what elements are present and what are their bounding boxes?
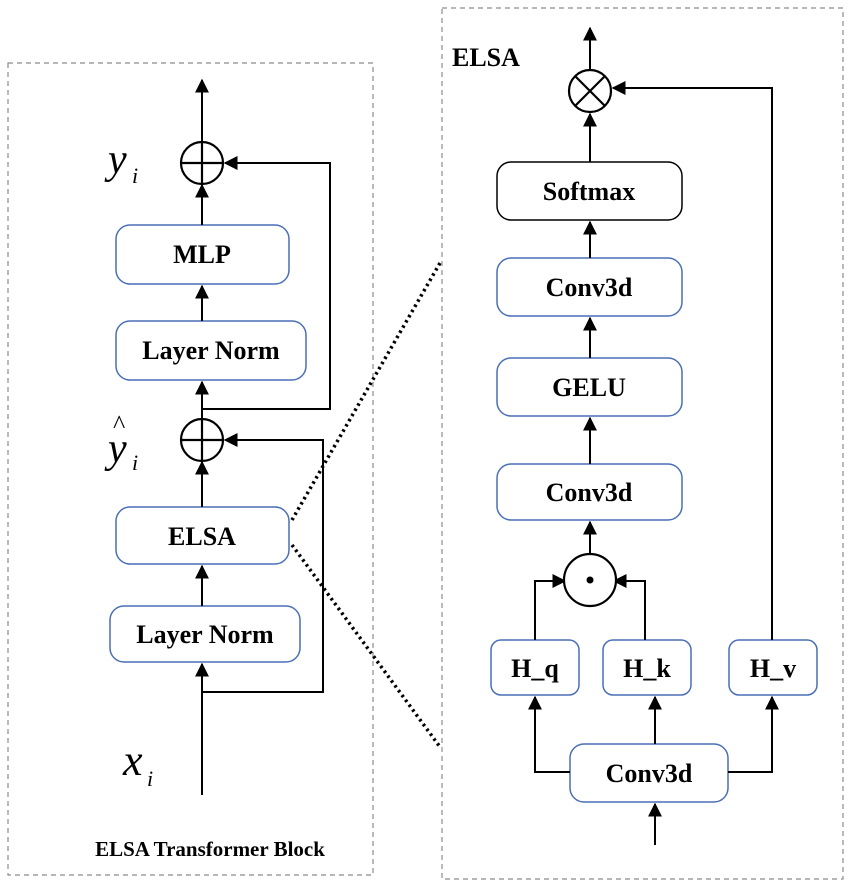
h-k-label: H_k: [623, 654, 671, 683]
x-subscript: i: [147, 766, 153, 791]
branch-to-hq: [528, 695, 570, 773]
multiply-icon: [567, 68, 613, 114]
layer-norm-top-label: Layer Norm: [142, 336, 280, 365]
y-symbol: y: [104, 137, 127, 183]
zoom-line-bottom: [290, 543, 442, 749]
hq-to-dot: [534, 574, 567, 640]
add-icon-upper: [179, 140, 225, 186]
right-panel-frame: [441, 7, 844, 880]
left-panel-frame: [7, 62, 374, 876]
y-subscript: i: [132, 163, 138, 188]
right-panel-title: ELSA: [452, 43, 520, 72]
conv3d-bottom-label: Conv3d: [606, 759, 693, 788]
y-hat-subscript: i: [132, 450, 138, 475]
layer-norm-bottom-box: [109, 605, 301, 663]
hv-to-multiply: [611, 81, 773, 640]
layer-norm-bottom-label: Layer Norm: [136, 620, 274, 649]
residual-line-1: [202, 433, 324, 693]
y-hat-accent: ^: [113, 410, 126, 439]
elsa-label: ELSA: [168, 522, 236, 551]
x-symbol: x: [122, 736, 143, 785]
h-k-box: [602, 639, 692, 696]
add-icon-lower: [179, 417, 225, 463]
gelu-label: GELU: [552, 373, 626, 402]
mlp-label: MLP: [173, 240, 231, 269]
y-hat-symbol: y: [104, 426, 127, 472]
dot-product-icon: [562, 552, 618, 608]
residual-line-2: [202, 156, 331, 410]
h-v-label: H_v: [750, 654, 796, 683]
layer-norm-top-box: [115, 320, 307, 381]
left-caption: ELSA Transformer Block: [95, 837, 325, 861]
branch-to-hv: [728, 695, 779, 773]
softmax-label: Softmax: [543, 177, 635, 206]
zoom-line-top: [290, 262, 442, 521]
h-q-label: H_q: [511, 654, 559, 683]
conv3d-mid-label: Conv3d: [546, 478, 633, 507]
hk-to-dot: [612, 574, 646, 640]
conv3d-top-label: Conv3d: [546, 273, 633, 302]
